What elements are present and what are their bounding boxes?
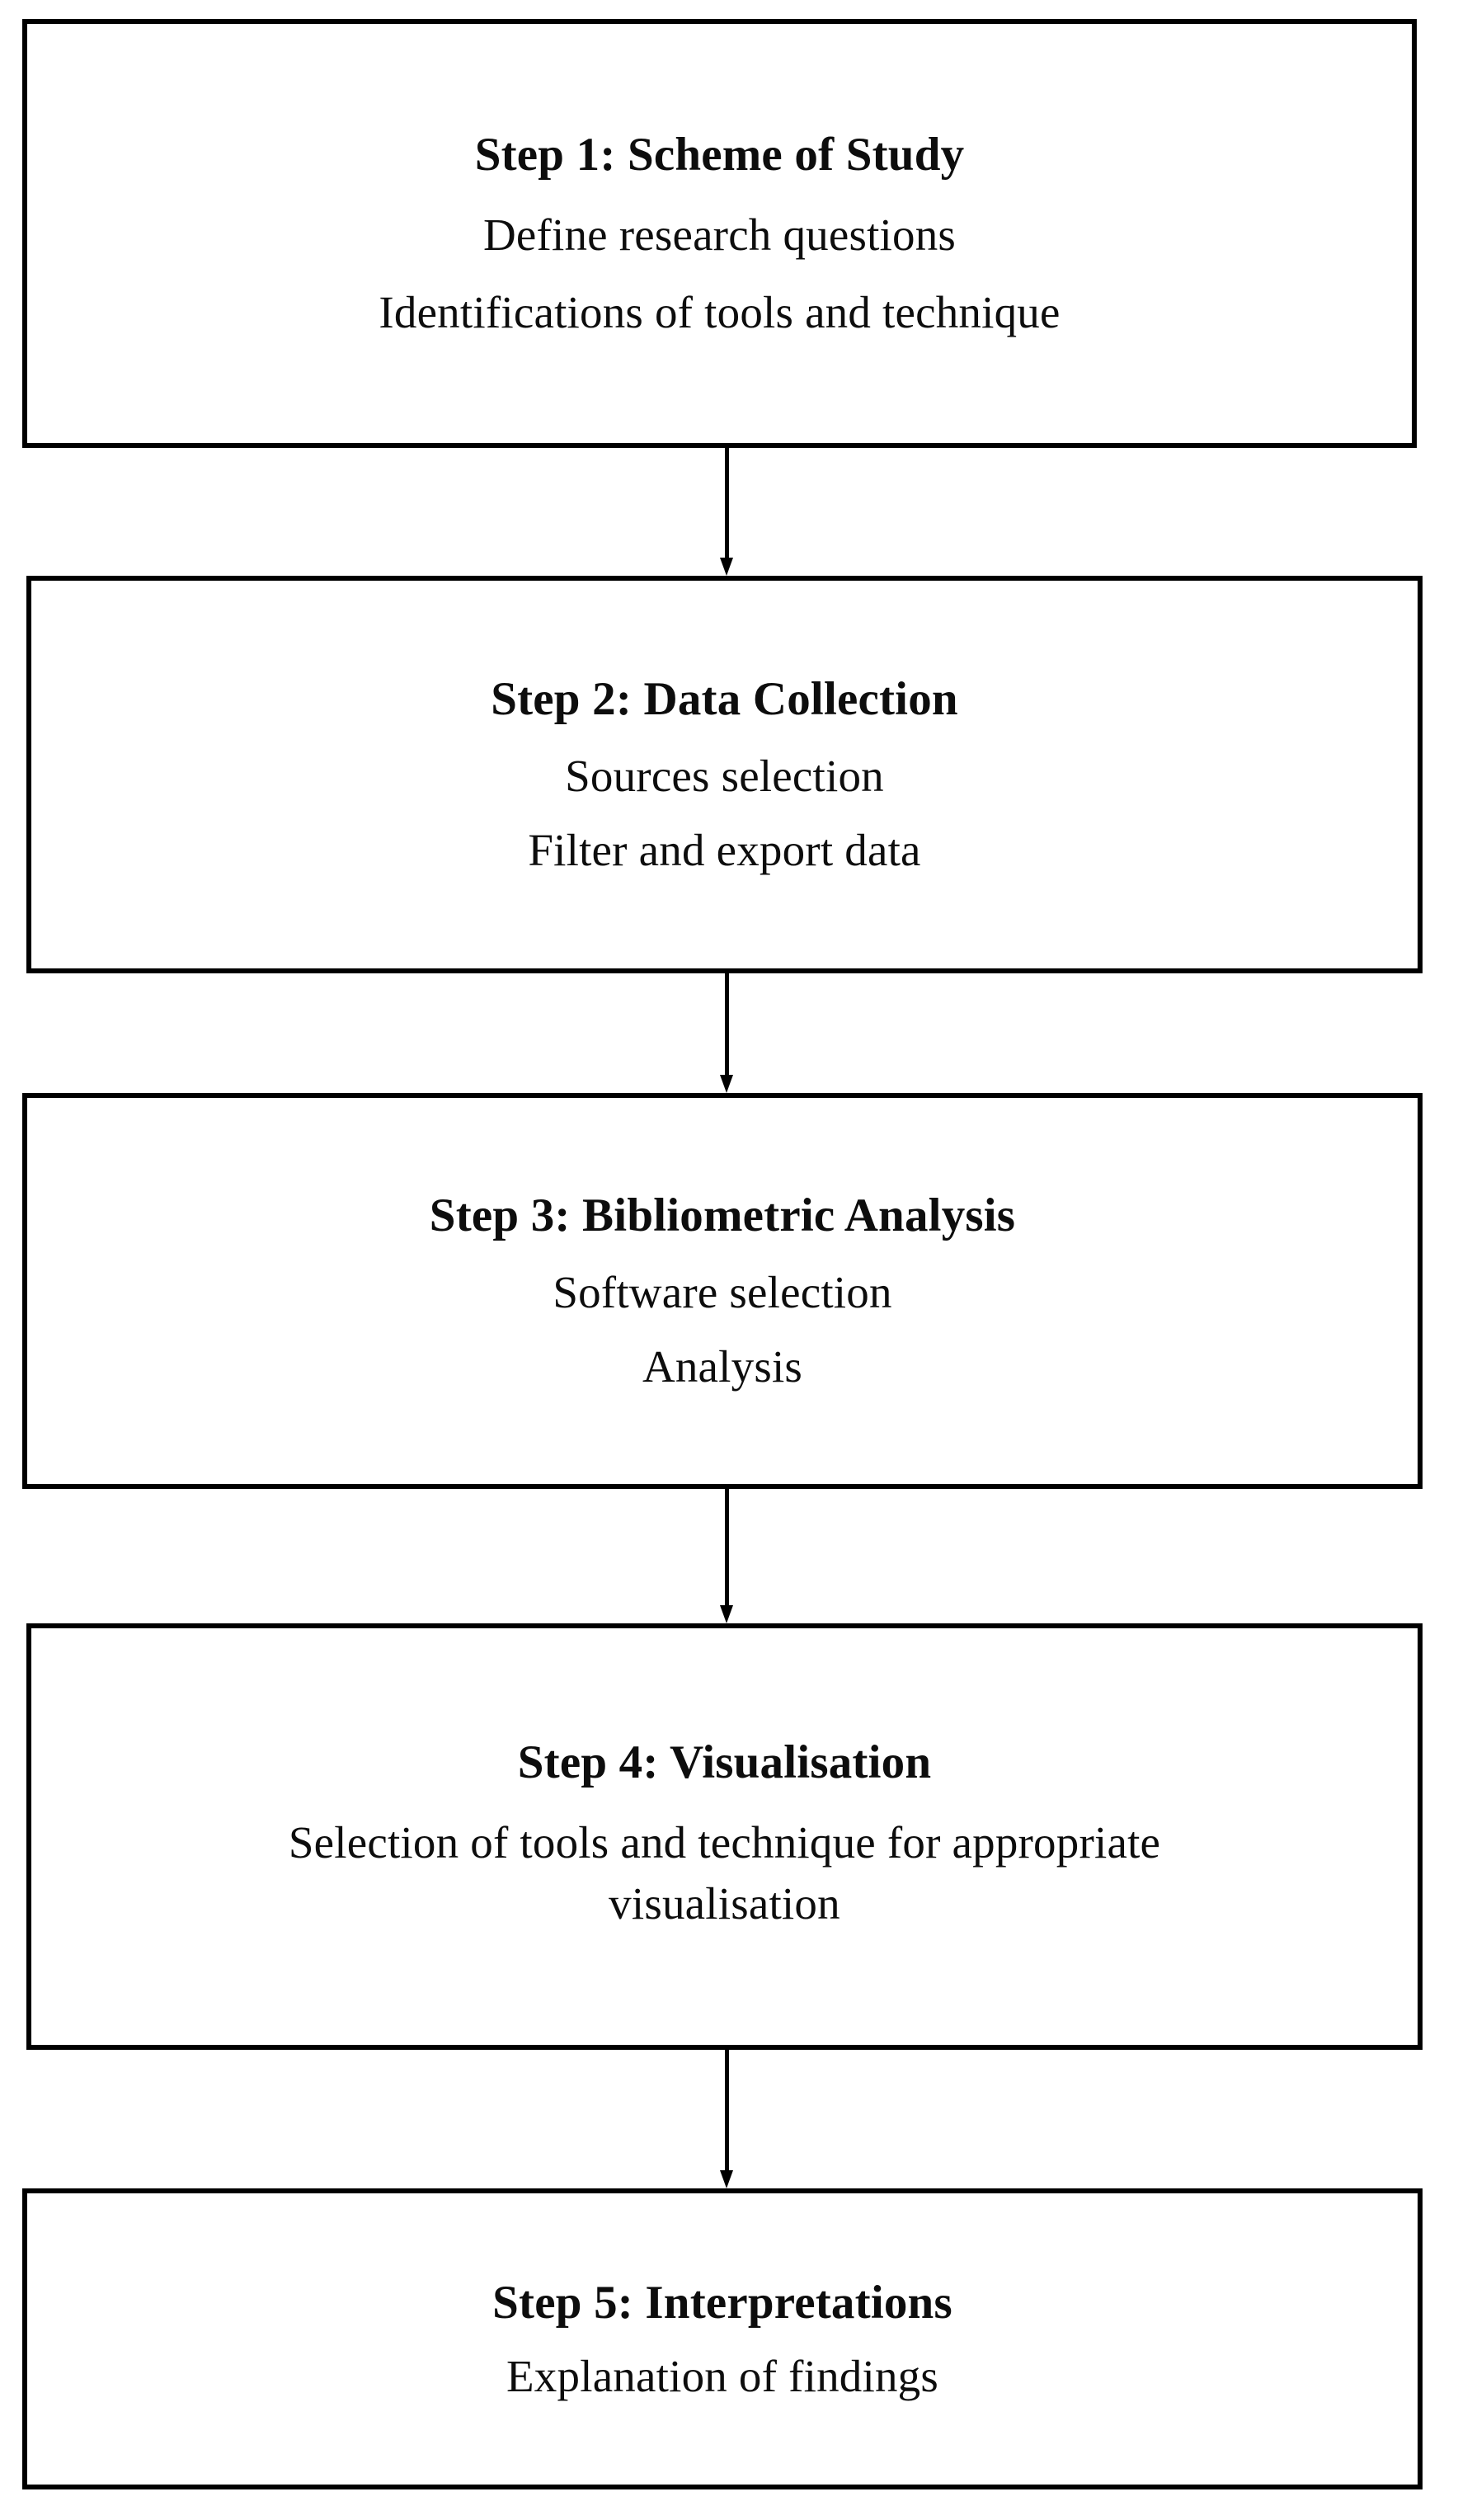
flow-node-line: Identifications of tools and technique <box>379 286 1061 337</box>
arrow-shaft <box>725 2050 729 2170</box>
arrow-head-icon <box>720 558 733 576</box>
flow-node-line: Selection of tools and technique for app… <box>288 1817 1161 1929</box>
arrow-head-icon <box>720 1075 733 1093</box>
flow-node-line: Define research questions <box>482 210 957 261</box>
arrow-shaft <box>725 1489 729 1605</box>
connector-arrow-step3-step4 <box>720 1489 733 1623</box>
arrow-shaft <box>725 448 729 558</box>
flow-node-title: Step 4: Visualisation <box>517 1736 932 1789</box>
flow-node-line: Analysis <box>642 1340 803 1392</box>
connector-arrow-step2-step3 <box>720 973 733 1093</box>
flow-node-line: Explanation of findings <box>506 2350 938 2401</box>
flow-node-step-3[interactable]: Step 3: Bibliometric Analysis Software s… <box>22 1093 1423 1489</box>
flow-node-line: Sources selection <box>565 751 884 802</box>
connector-arrow-step4-step5 <box>720 2050 733 2188</box>
flow-node-title: Step 5: Interpretations <box>492 2276 952 2329</box>
flow-node-title: Step 1: Scheme of Study <box>474 129 965 181</box>
arrow-head-icon <box>720 1605 733 1623</box>
arrow-shaft <box>725 973 729 1075</box>
flow-node-step-5[interactable]: Step 5: Interpretations Explanation of f… <box>22 2188 1423 2489</box>
flow-node-title: Step 2: Data Collection <box>491 673 958 726</box>
arrow-head-icon <box>720 2170 733 2188</box>
connector-arrow-step1-step2 <box>720 448 733 576</box>
flow-node-title: Step 3: Bibliometric Analysis <box>429 1189 1016 1242</box>
flow-node-step-1[interactable]: Step 1: Scheme of Study Define research … <box>22 19 1417 448</box>
flow-node-line: Software selection <box>553 1267 892 1318</box>
flow-node-step-4[interactable]: Step 4: Visualisation Selection of tools… <box>26 1623 1423 2050</box>
flow-node-line: Filter and export data <box>528 824 921 875</box>
flow-node-step-2[interactable]: Step 2: Data Collection Sources selectio… <box>26 576 1423 973</box>
